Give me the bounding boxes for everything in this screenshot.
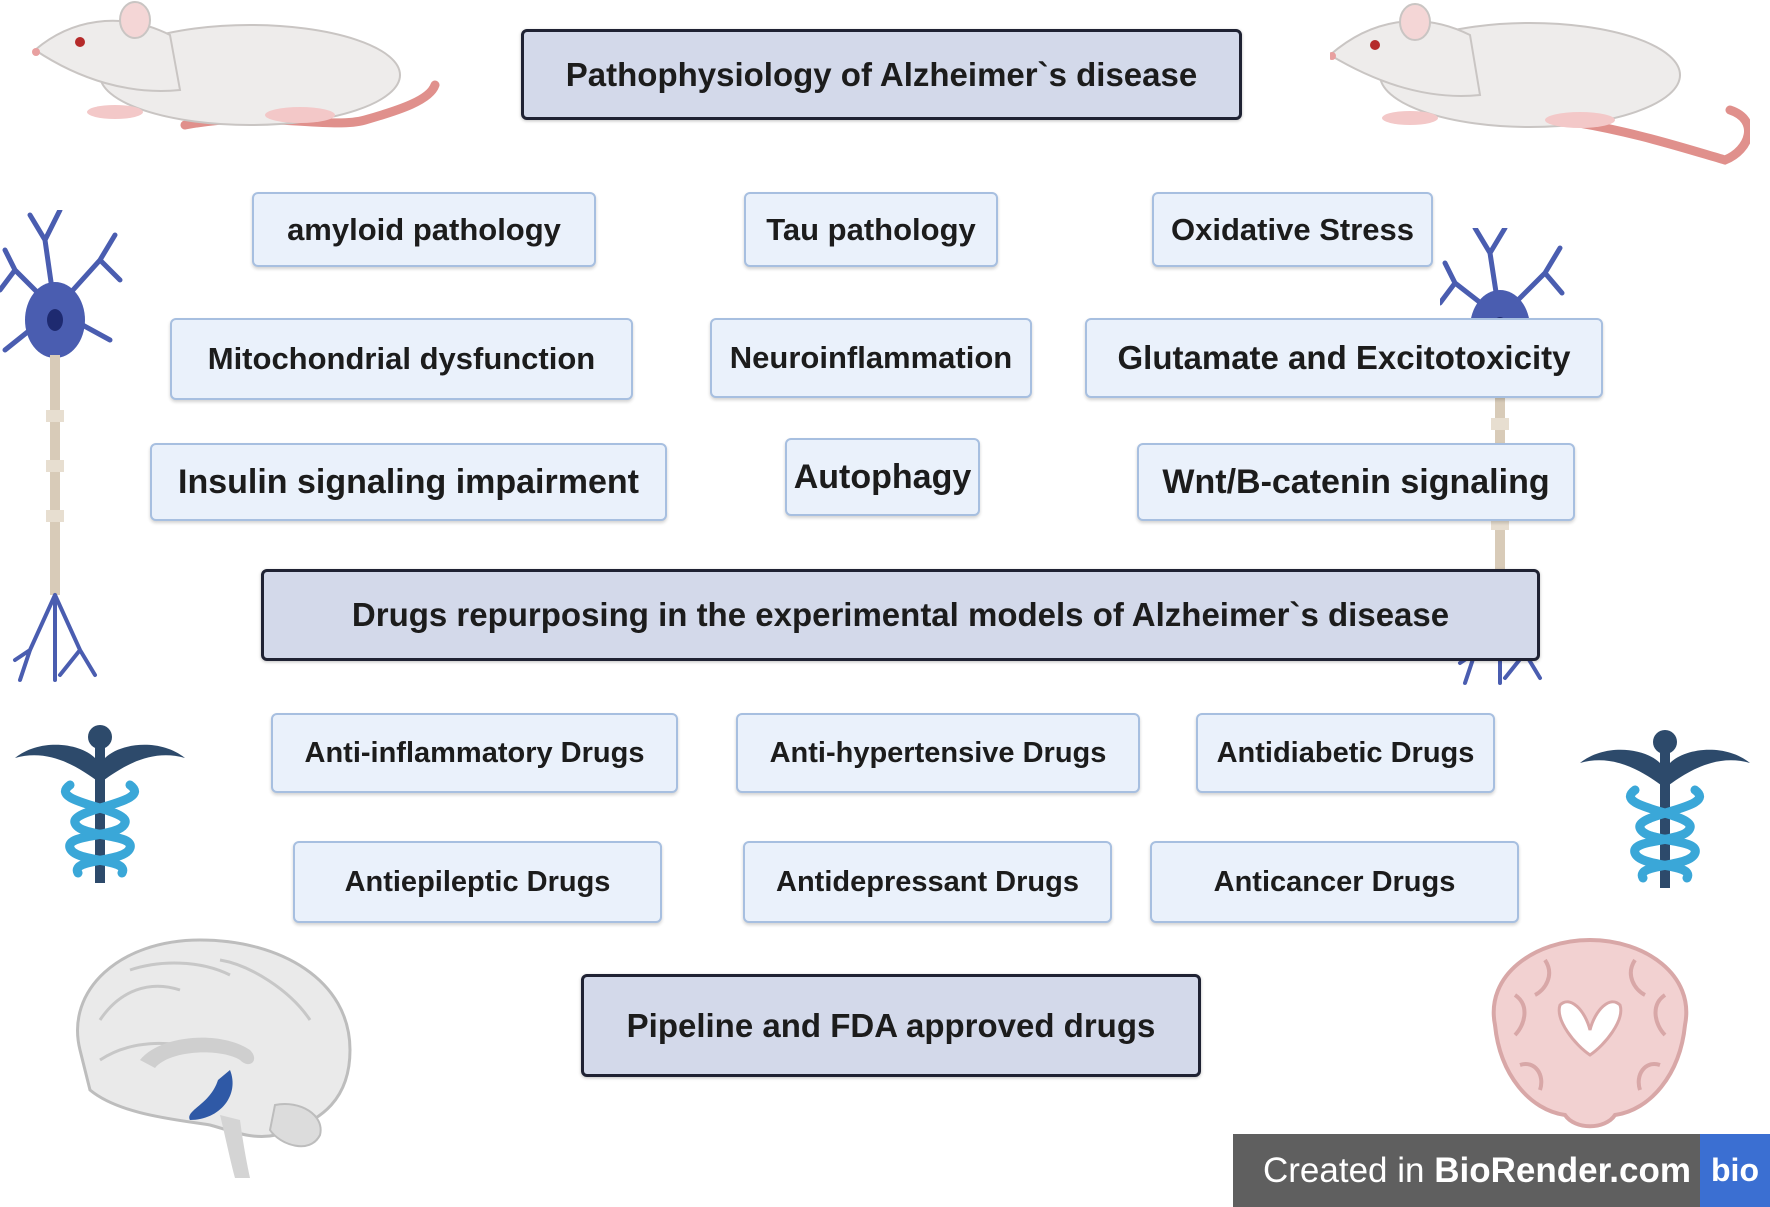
biorender-badge[interactable]: Created in BioRender.com bio — [1233, 1134, 1770, 1207]
drug-anti-inflammatory: Anti-inflammatory Drugs — [271, 713, 678, 793]
mechanism-glutamate-excitotoxicity: Glutamate and Excitotoxicity — [1085, 318, 1603, 398]
badge-brand: BioRender.com — [1434, 1150, 1691, 1190]
drug-antidepressant: Antidepressant Drugs — [743, 841, 1112, 923]
neuron-icon — [0, 210, 123, 682]
brain-sagittal-icon — [76, 938, 352, 1178]
mechanism-tau-pathology: Tau pathology — [744, 192, 998, 267]
mechanism-mitochondrial-dysfunction: Mitochondrial dysfunction — [170, 318, 633, 400]
caduceus-icon — [1580, 730, 1750, 888]
header-drug-repurposing: Drugs repurposing in the experimental mo… — [261, 569, 1540, 661]
drug-anticancer: Anticancer Drugs — [1150, 841, 1519, 923]
brain-coronal-icon — [1491, 937, 1689, 1129]
rat-icon — [1330, 3, 1750, 165]
header-pathophysiology: Pathophysiology of Alzheimer`s disease — [521, 29, 1242, 120]
rat-icon — [32, 1, 440, 130]
biorender-logo-icon: bio — [1700, 1134, 1770, 1207]
drug-anti-hypertensive: Anti-hypertensive Drugs — [736, 713, 1140, 793]
badge-prefix: Created in — [1263, 1150, 1435, 1190]
mechanism-insulin-signaling: Insulin signaling impairment — [150, 443, 667, 521]
mechanism-autophagy: Autophagy — [785, 438, 980, 516]
badge-text: Created in BioRender.com — [1233, 1151, 1700, 1191]
mechanism-wnt-signaling: Wnt/B-catenin signaling — [1137, 443, 1575, 521]
header-pipeline-fda: Pipeline and FDA approved drugs — [581, 974, 1201, 1077]
drug-antiepileptic: Antiepileptic Drugs — [293, 841, 662, 923]
mechanism-neuroinflammation: Neuroinflammation — [710, 318, 1032, 398]
caduceus-icon — [15, 725, 185, 883]
drug-antidiabetic: Antidiabetic Drugs — [1196, 713, 1495, 793]
mechanism-oxidative-stress: Oxidative Stress — [1152, 192, 1433, 267]
mechanism-amyloid-pathology: amyloid pathology — [252, 192, 596, 267]
